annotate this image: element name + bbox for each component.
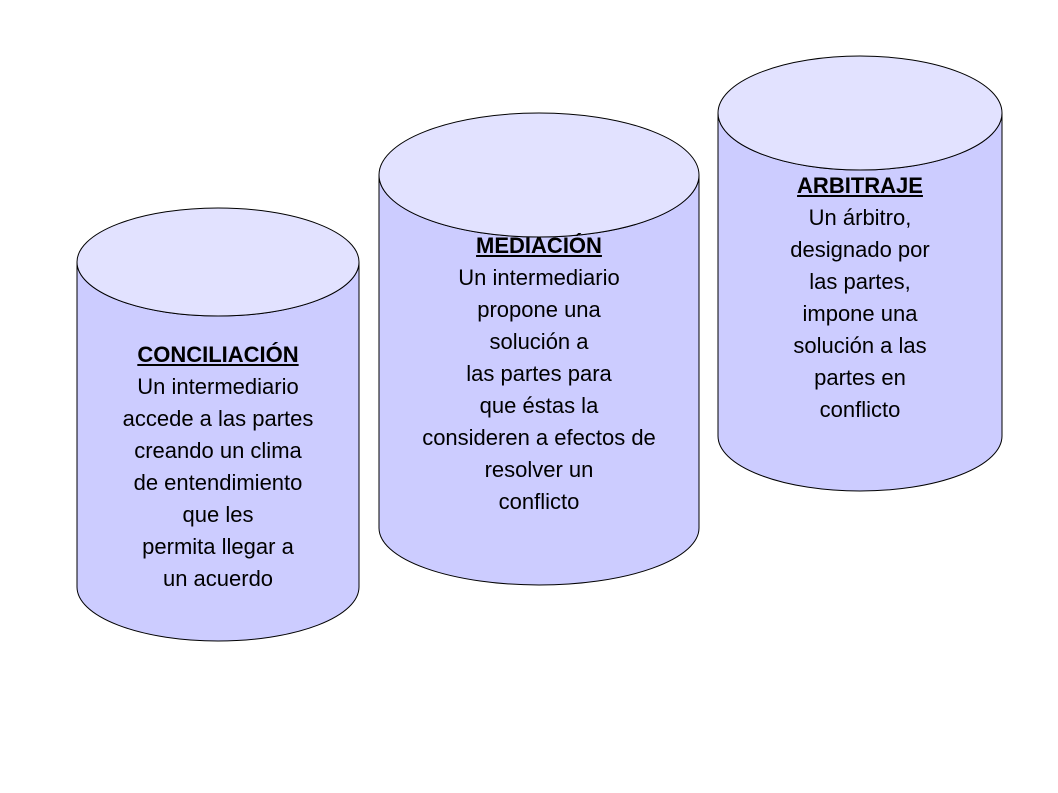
cylinder-mediacion bbox=[378, 112, 700, 586]
cylinder-arbitraje-top bbox=[717, 55, 1003, 171]
mediacion-line-5: que éstas la bbox=[479, 393, 599, 418]
conciliacion-line-3: creando un clima bbox=[134, 438, 302, 463]
conciliacion-line-6: permita llegar a bbox=[142, 534, 294, 559]
arbitraje-line-3: las partes, bbox=[809, 269, 911, 294]
cylinder-conciliacion bbox=[76, 207, 360, 642]
conciliacion-line-5: que les bbox=[182, 502, 254, 527]
conciliacion-line-4: de entendimiento bbox=[133, 470, 303, 495]
mediacion-line-6: consideren a efectos de bbox=[422, 425, 656, 450]
mediacion-title: MEDIACIÓN bbox=[476, 233, 602, 258]
arbitraje-line-7: conflicto bbox=[819, 397, 901, 422]
mediacion-line-3: solución a bbox=[489, 329, 589, 354]
cylinder-mediacion-top bbox=[378, 112, 700, 238]
conciliacion-text: CONCILIACIÓN Un intermediario accede a l… bbox=[76, 339, 360, 595]
arbitraje-title: ARBITRAJE bbox=[797, 173, 923, 198]
mediacion-line-7: resolver un bbox=[484, 457, 594, 482]
arbitraje-line-5: solución a las bbox=[793, 333, 927, 358]
arbitraje-text: ARBITRAJE Un árbitro, designado por las … bbox=[717, 170, 1003, 426]
mediacion-line-4: las partes para bbox=[466, 361, 612, 386]
mediacion-line-8: conflicto bbox=[498, 489, 580, 514]
arbitraje-line-4: impone una bbox=[802, 301, 918, 326]
conciliacion-line-1: Un intermediario bbox=[137, 374, 299, 399]
conciliacion-line-7: un acuerdo bbox=[162, 566, 274, 591]
arbitraje-line-2: designado por bbox=[790, 237, 930, 262]
mediacion-line-2: propone una bbox=[477, 297, 601, 322]
cylinder-conciliacion-top bbox=[76, 207, 360, 317]
cylinder-arbitraje bbox=[717, 55, 1003, 492]
mediacion-text: MEDIACIÓN Un intermediario propone una s… bbox=[378, 230, 700, 518]
mediacion-line-1: Un intermediario bbox=[458, 265, 620, 290]
conciliacion-line-2: accede a las partes bbox=[122, 406, 314, 431]
arbitraje-line-6: partes en bbox=[814, 365, 906, 390]
conciliacion-title: CONCILIACIÓN bbox=[137, 342, 299, 367]
arbitraje-line-1: Un árbitro, bbox=[808, 205, 912, 230]
